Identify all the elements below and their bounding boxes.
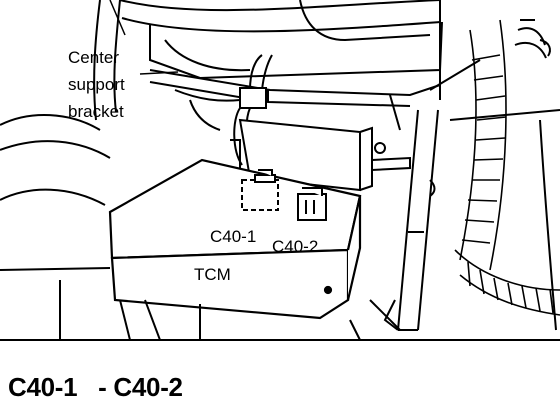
tcm-module <box>108 158 362 320</box>
label-c40-2: C40-2 <box>272 237 318 256</box>
label-support: support <box>68 75 125 94</box>
caption-part-2: - C40-2 <box>98 372 183 402</box>
label-tcm: TCM <box>194 265 231 284</box>
left-hose <box>0 0 126 206</box>
connector-caption: C40-1 - C40-2 <box>8 372 183 403</box>
mounting-bolt <box>371 142 411 172</box>
connector-c40-1 <box>241 169 279 211</box>
connector-c40-2 <box>297 187 327 221</box>
bracket-leader-line <box>139 71 179 75</box>
label-c40-1: C40-1 <box>210 227 256 246</box>
right-clips <box>429 19 560 331</box>
right-corrugated-hose <box>454 19 560 316</box>
caption-part-1: C40-1 <box>8 372 78 402</box>
label-center: Center <box>68 48 119 67</box>
label-bracket: bracket <box>68 102 124 121</box>
center-support-bracket <box>149 69 441 131</box>
lower-frame <box>0 267 560 341</box>
